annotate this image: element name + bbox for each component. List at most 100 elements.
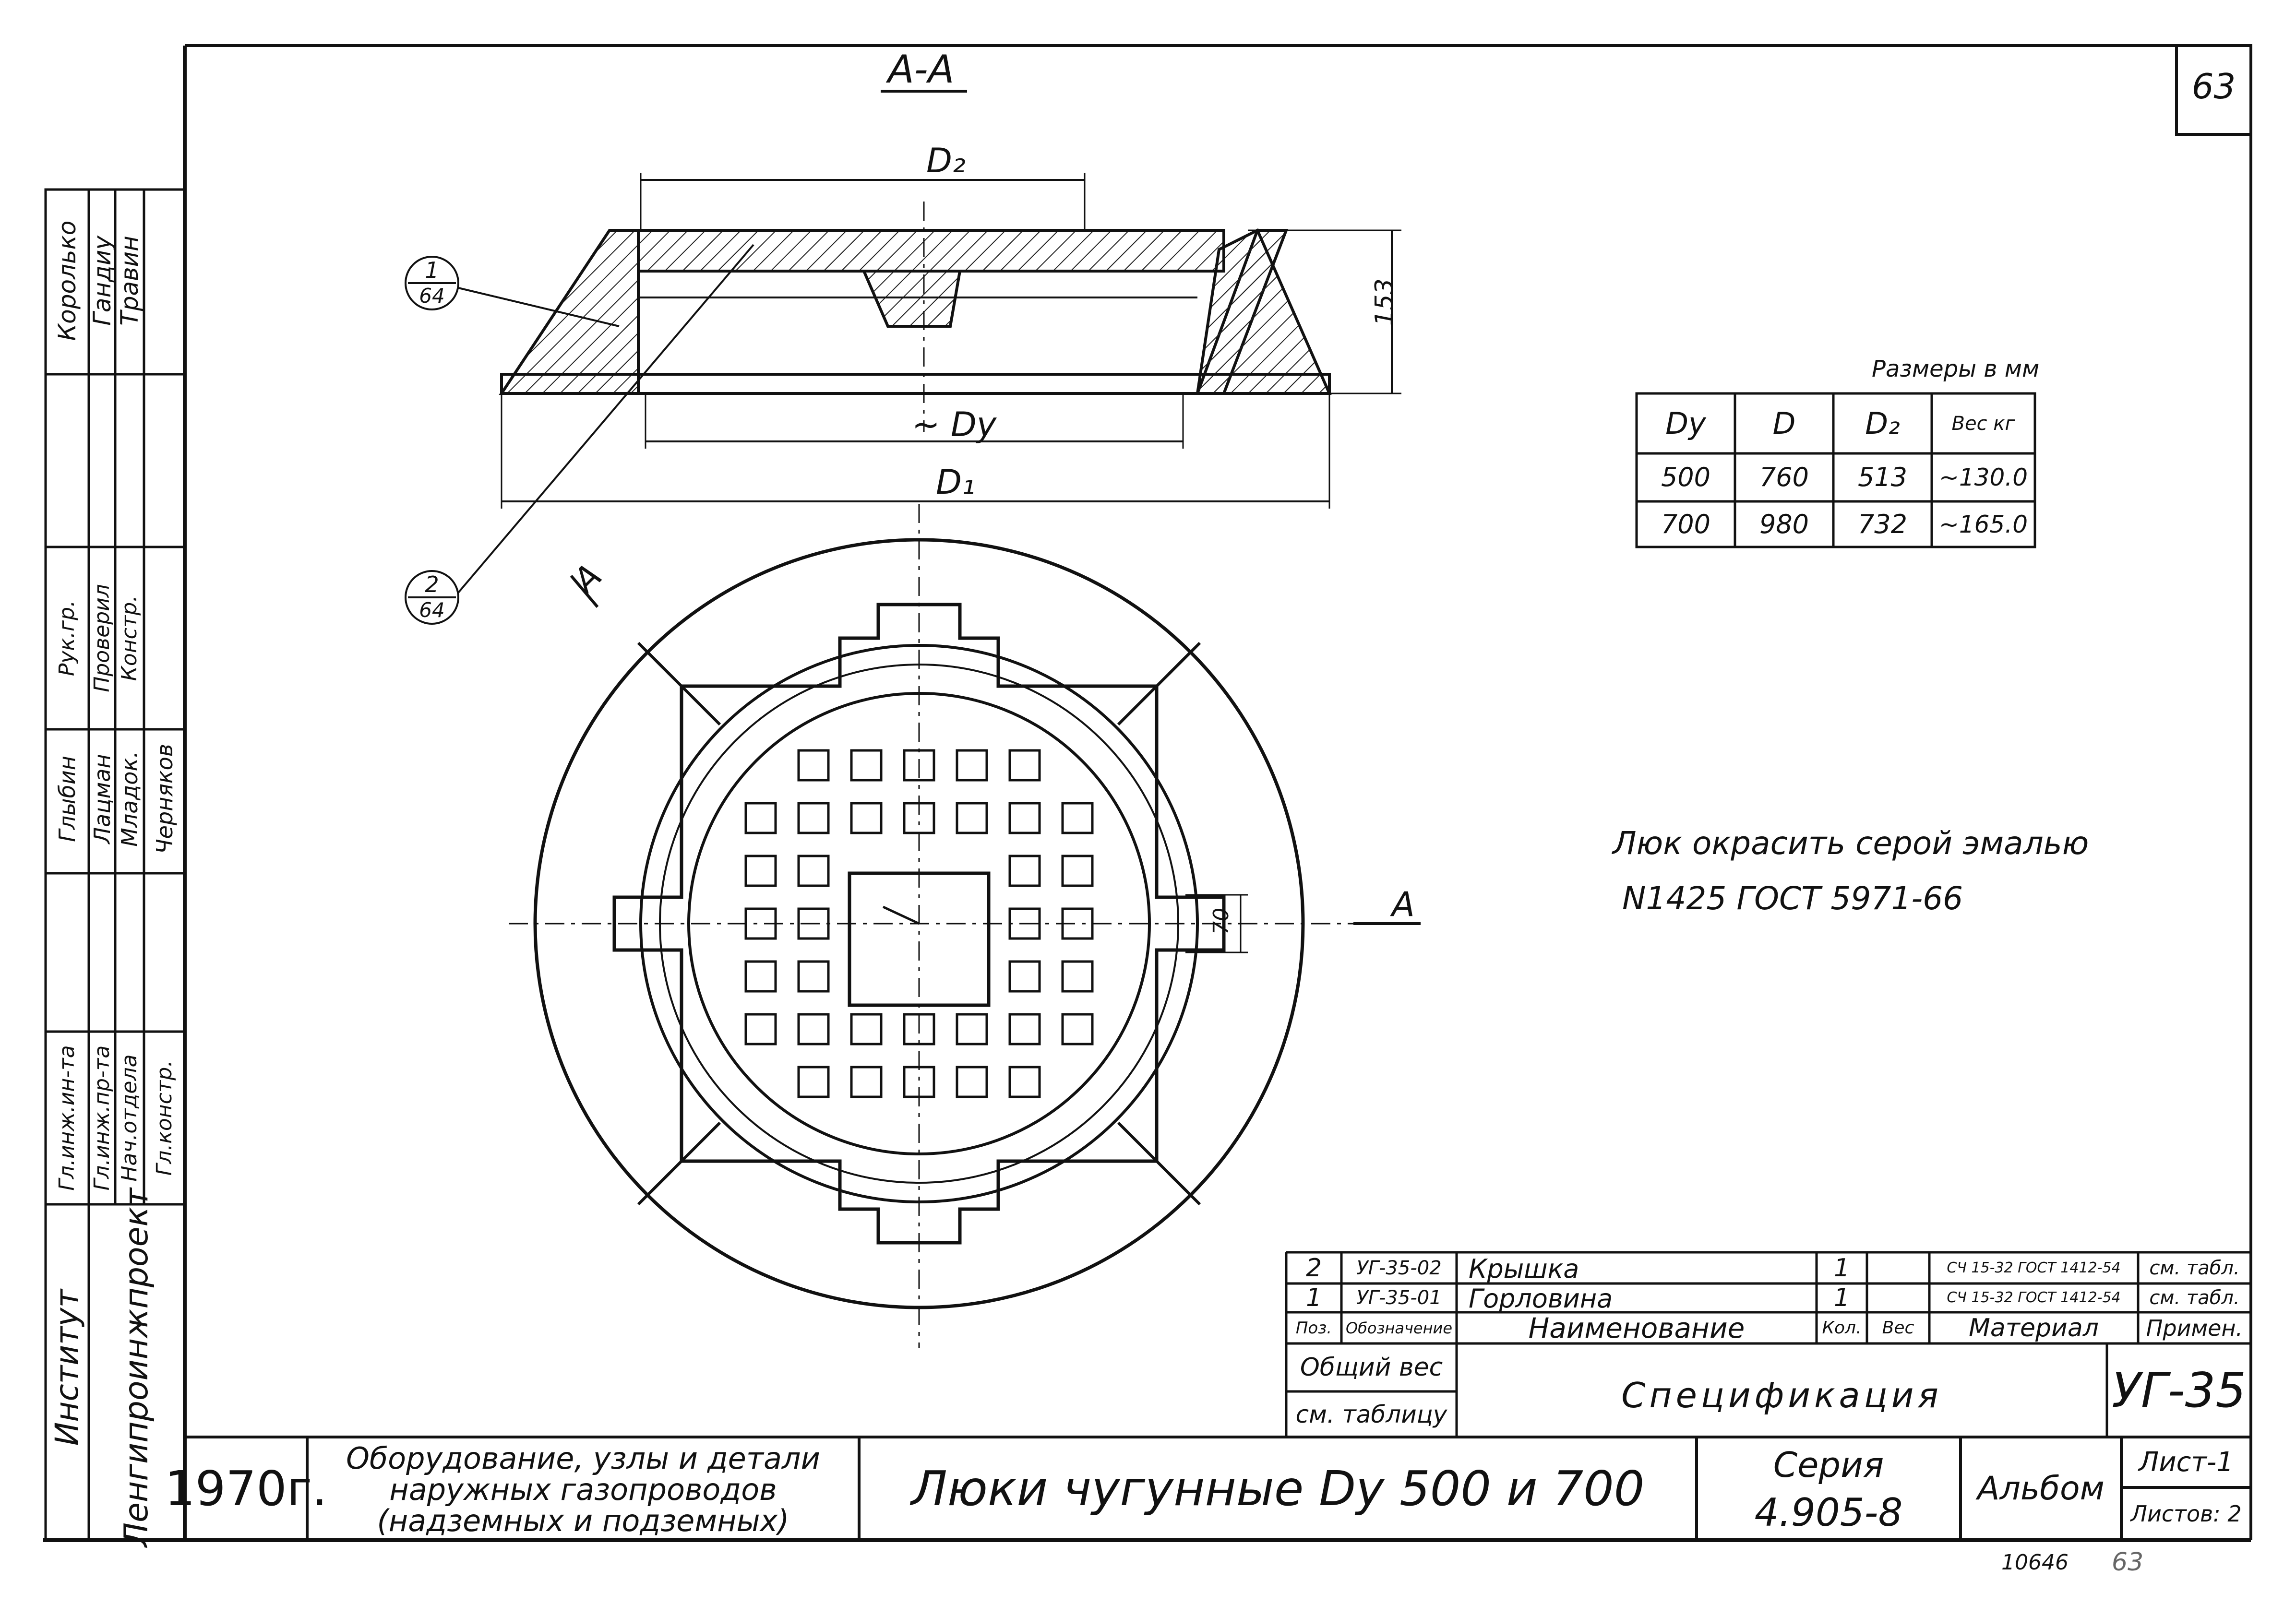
grate-cell [744, 855, 777, 887]
size-table-header-d2: D₂ [1865, 405, 1900, 441]
series-number: 4.905-8 [1754, 1490, 1903, 1535]
series-label: Серия [1773, 1444, 1884, 1485]
grate-cell [903, 1066, 935, 1098]
stamp-role: Констр. [117, 595, 142, 681]
sheet-number: Лист-1 [2139, 1446, 2234, 1478]
grate-cell [744, 802, 777, 834]
institute-label: Институт [48, 1289, 85, 1446]
grate-cell [1061, 960, 1094, 993]
grate-cell [1061, 855, 1094, 887]
grate-cell [744, 1013, 777, 1046]
equipment-group-line-1: Оборудование, узлы и детали [346, 1441, 820, 1476]
callout-1-number: 1 [425, 257, 439, 283]
section-label: А-А [888, 47, 955, 92]
grate-cell [1061, 907, 1094, 940]
size-table-grid [1635, 392, 2036, 548]
stamp-role: Нач.отдела [117, 1054, 142, 1182]
grate-cell [1008, 907, 1041, 940]
size-table-cell: 980 [1759, 509, 1809, 539]
size-table-cell: ~165.0 [1938, 510, 2028, 538]
stamp-role: Рук.гр. [55, 600, 79, 677]
spec-total-weight-label: Общий вес [1300, 1353, 1443, 1382]
spec-row-name: Крышка [1469, 1254, 1579, 1284]
stamp-name: Гандиу [88, 236, 116, 326]
grate-cell [1008, 802, 1041, 834]
stamp-role: Проверил [89, 584, 114, 692]
spec-table-grid [1285, 1251, 2251, 1437]
paint-note-line-2: N1425 ГОСТ 5971-66 [1622, 880, 1963, 917]
grate-cell [903, 802, 935, 834]
grate-cell [1008, 749, 1041, 782]
institute-name: Ленгипроинжпроект [118, 1188, 155, 1547]
grate-cell [797, 749, 830, 782]
dimension-dy: ~ Dу [912, 405, 997, 444]
grate-cell [1008, 960, 1041, 993]
dimension-height: 153 [1370, 278, 1399, 326]
grate-cell [797, 802, 830, 834]
signature-stamp [44, 188, 186, 1542]
spec-header-qty: Кол. [1822, 1318, 1862, 1338]
cut-mark-right: А [1392, 885, 1415, 924]
archive-number: 10646 [2001, 1550, 2069, 1575]
size-table-cell: 760 [1759, 462, 1809, 492]
grate-cell [1008, 1013, 1041, 1046]
page-number: 63 [2191, 66, 2236, 107]
spec-header-material: Материал [1969, 1313, 2099, 1343]
sheet-count: Листов: 2 [2130, 1501, 2242, 1527]
spec-row-material: СЧ 15-32 ГОСТ 1412-54 [1947, 1259, 2121, 1276]
spec-row-pos: 1 [1305, 1283, 1322, 1312]
spec-row-designation: УГ-35-02 [1356, 1257, 1442, 1279]
stamp-role: Гл.инж.ин-та [55, 1045, 79, 1191]
dimension-d1: D₁ [936, 463, 975, 502]
stamp-role: Гл.констр. [152, 1060, 177, 1176]
stamp-name: Младок. [117, 751, 143, 847]
size-table-header-d: D [1772, 405, 1796, 441]
spec-row-material: СЧ 15-32 ГОСТ 1412-54 [1947, 1289, 2121, 1306]
album: Альбом [1977, 1469, 2105, 1508]
grate-cell [797, 1066, 830, 1098]
size-table-caption: Размеры в мм [1872, 356, 2040, 382]
stamp-name: Травин [116, 236, 144, 326]
spec-table-title: Спецификация [1621, 1375, 1942, 1415]
spec-row-weight [1867, 1252, 1929, 1283]
grate-cell [850, 749, 883, 782]
grate-cell [956, 1013, 988, 1046]
grate-cell [903, 1013, 935, 1046]
spec-header-name: Наименование [1528, 1311, 1745, 1344]
grate-cell [1061, 802, 1094, 834]
grate-cell [956, 1066, 988, 1098]
stamp-role: Гл.инж.пр-та [89, 1045, 114, 1191]
spec-row-qty: 1 [1833, 1283, 1850, 1312]
spec-row-usage: см. табл. [2149, 1257, 2240, 1279]
equipment-group-line-3: (надземных и подземных) [377, 1503, 789, 1538]
size-table-header-dy: Dу [1665, 405, 1706, 441]
spec-row-designation: УГ-35-01 [1356, 1287, 1442, 1309]
dimension-rib: 70 [1209, 908, 1233, 935]
grate-cell [850, 1066, 883, 1098]
spec-header-weight: Вес [1882, 1318, 1914, 1338]
grate-cell [1008, 855, 1041, 887]
dimension-d2: D₂ [926, 141, 966, 180]
grate-cell [797, 907, 830, 940]
grate-cell [797, 960, 830, 993]
drawing-title: Люки чугунные Dу 500 и 700 [911, 1460, 1645, 1517]
stamp-name: Королько [53, 220, 81, 341]
spec-row-weight [1867, 1283, 1929, 1312]
grate-cell [956, 802, 988, 834]
spec-row-qty: 1 [1833, 1253, 1850, 1283]
size-table-cell: 700 [1661, 509, 1711, 539]
size-table-cell: 732 [1857, 509, 1908, 539]
grate-cell [956, 749, 988, 782]
grate-cell [850, 1013, 883, 1046]
drawing-code: УГ-35 [2112, 1362, 2246, 1418]
title-block-grid [185, 1436, 2251, 1540]
stamp-name: Лацман [89, 754, 115, 844]
grate-cell [850, 802, 883, 834]
size-table-cell: 513 [1857, 462, 1908, 492]
spec-header-designation: Обозначение [1345, 1319, 1453, 1337]
year: 1970г. [165, 1460, 327, 1517]
grate-cell [1008, 1066, 1041, 1098]
grate-cell [744, 907, 777, 940]
